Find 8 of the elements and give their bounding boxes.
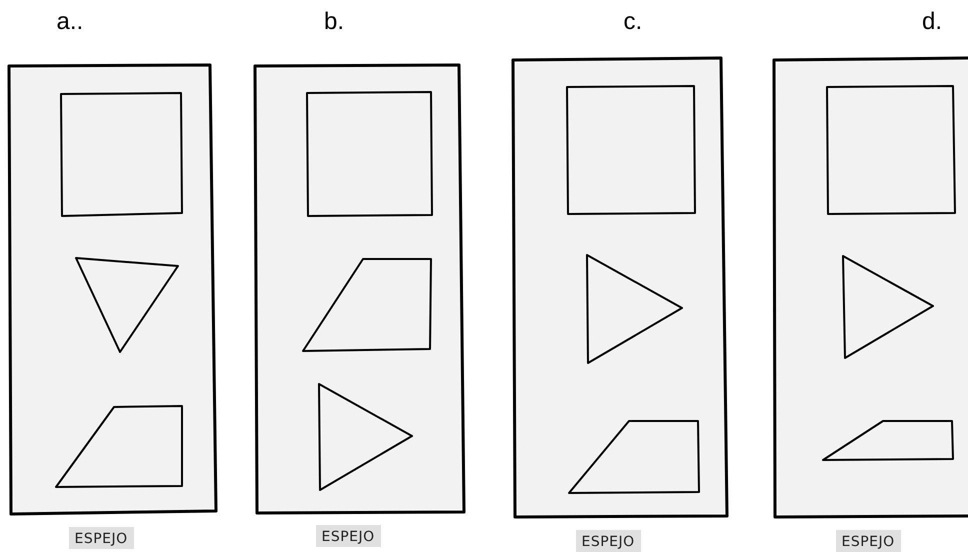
option-letter: b.	[324, 8, 344, 36]
option-letter: a..	[56, 8, 84, 36]
option-letter: c.	[624, 8, 642, 36]
mirror-label: ESPEJO	[576, 530, 641, 552]
mirror-label: ESPEJO	[316, 525, 381, 547]
mirror-label: ESPEJO	[68, 527, 134, 549]
mirror-label: ESPEJO	[836, 530, 901, 552]
option-letter: d.	[922, 8, 942, 36]
